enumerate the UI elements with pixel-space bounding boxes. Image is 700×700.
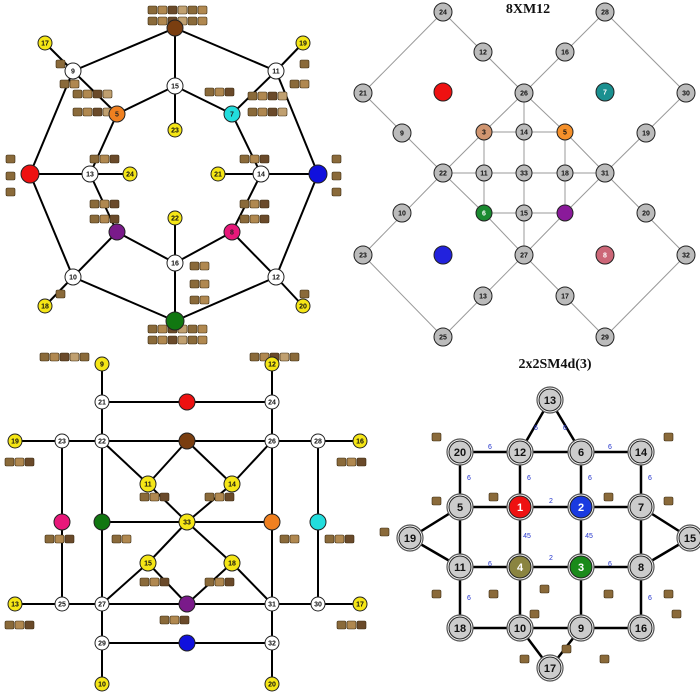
p4-node[interactable]: 12 xyxy=(507,439,533,465)
p4-piece-icon xyxy=(604,493,613,501)
edge-weight-label: 6 xyxy=(588,475,592,482)
edge-weight-label: 6 xyxy=(648,595,652,602)
p4-piece-icon xyxy=(600,655,609,663)
node-label: 17 xyxy=(544,663,556,675)
p4-node[interactable]: 14 xyxy=(628,439,654,465)
node-label: 19 xyxy=(404,533,416,545)
p4-node[interactable]: 20 xyxy=(447,439,473,465)
node-label: 4 xyxy=(517,562,524,574)
edge-weight-label: 2 xyxy=(549,555,553,562)
edge-weight-label: 45 xyxy=(523,533,531,540)
edge-weight-label: 6 xyxy=(527,475,531,482)
node-label: 7 xyxy=(638,502,644,514)
p4-node[interactable]: 10 xyxy=(507,615,533,641)
node-label: 1 xyxy=(517,502,523,514)
p4-piece-icon xyxy=(672,610,681,618)
p4-piece-icon xyxy=(489,493,498,501)
p4-node[interactable]: 2 xyxy=(568,494,594,520)
p4-piece-icon xyxy=(432,497,441,505)
node-label: 9 xyxy=(578,623,584,635)
edge-weight-label: 6 xyxy=(608,444,612,451)
p4-piece-icon xyxy=(540,585,549,593)
edge-weight-label: 6 xyxy=(467,595,471,602)
edge-weight-label: 6 xyxy=(488,561,492,568)
p4-piece-icon xyxy=(664,590,673,598)
p4-node[interactable]: 1 xyxy=(507,494,533,520)
edge-weight-label: 6 xyxy=(648,475,652,482)
p4-node[interactable]: 4 xyxy=(507,554,533,580)
p4-node[interactable]: 19 xyxy=(397,525,423,551)
node-label: 14 xyxy=(635,447,648,459)
node-label: 20 xyxy=(454,447,466,459)
edge-weight-label: 2 xyxy=(549,498,553,505)
p4-piece-icon xyxy=(664,497,673,505)
p4-node[interactable]: 18 xyxy=(447,615,473,641)
edge-weight-label: 45 xyxy=(585,533,593,540)
p4-node[interactable]: 8 xyxy=(628,554,654,580)
node-label: 18 xyxy=(454,623,466,635)
p4-node[interactable]: 16 xyxy=(628,615,654,641)
p4-piece-icon xyxy=(604,590,613,598)
p4-piece-icon xyxy=(380,528,389,536)
node-label: 10 xyxy=(514,623,526,635)
p4-node[interactable]: 13 xyxy=(537,387,563,413)
p4-piece-icon xyxy=(520,655,529,663)
p4-node[interactable]: 17 xyxy=(537,655,563,681)
p4-piece-icon xyxy=(664,433,673,441)
p4-node[interactable]: 11 xyxy=(447,554,473,580)
node-label: 13 xyxy=(544,395,556,407)
p4-node[interactable]: 3 xyxy=(568,554,594,580)
edge-weight-label: 6 xyxy=(608,561,612,568)
panel-4-title: 2x2SM4d(3) xyxy=(518,357,591,372)
node-label: 8 xyxy=(638,562,644,574)
edge-weight-label: 6 xyxy=(488,444,492,451)
p4-piece-icon xyxy=(489,590,498,598)
p4-node[interactable]: 7 xyxy=(628,494,654,520)
edge-weight-label: 6 xyxy=(467,475,471,482)
node-label: 6 xyxy=(578,447,584,459)
node-label: 12 xyxy=(514,447,526,459)
node-label: 16 xyxy=(635,623,647,635)
node-label: 15 xyxy=(684,533,696,545)
p4-piece-icon xyxy=(432,590,441,598)
edge-weight-label: 6 xyxy=(563,425,567,432)
p4-node[interactable]: 5 xyxy=(447,494,473,520)
node-label: 5 xyxy=(457,502,463,514)
edge-weight-label: 6 xyxy=(534,425,538,432)
p4-piece-icon xyxy=(562,645,571,653)
p4-node[interactable]: 15 xyxy=(677,525,700,551)
p4-node[interactable]: 6 xyxy=(568,439,594,465)
p4-piece-icon xyxy=(530,610,539,618)
node-label: 2 xyxy=(578,502,584,514)
node-label: 11 xyxy=(454,562,466,574)
node-label: 3 xyxy=(578,562,584,574)
p4-piece-icon xyxy=(432,433,441,441)
p4-node[interactable]: 9 xyxy=(568,615,594,641)
